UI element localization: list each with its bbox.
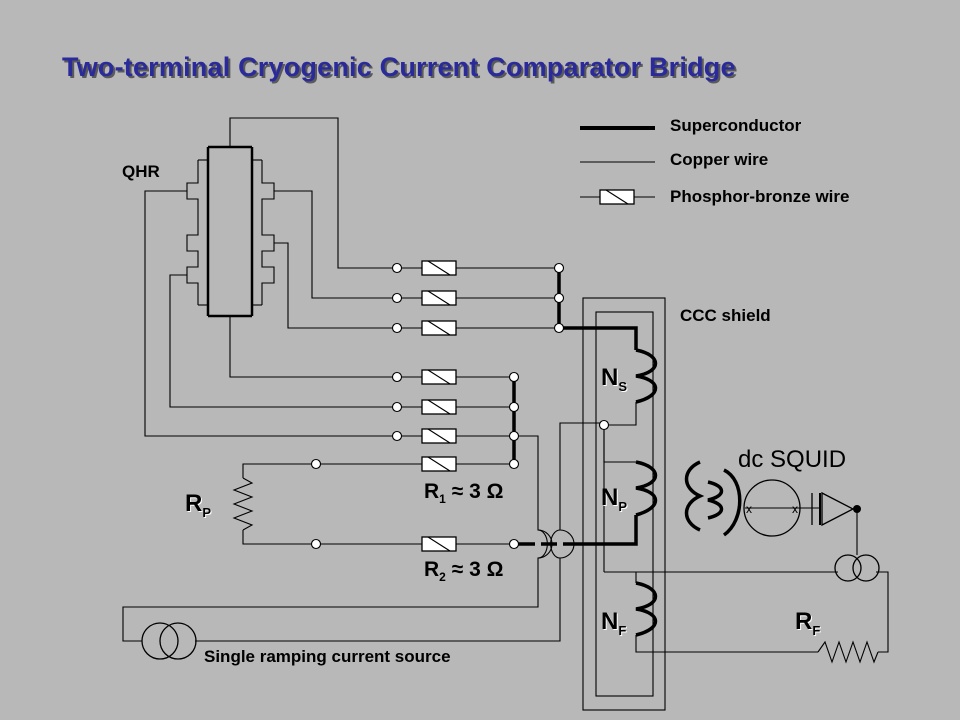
rf-label: RF	[795, 608, 821, 638]
qhr-label: QHR	[122, 162, 160, 181]
ccc-shield-label: CCC shield	[680, 306, 771, 325]
source-loop	[122, 422, 604, 642]
terminals	[310, 262, 610, 550]
svg-text:x: x	[746, 502, 752, 516]
qhr-leads	[144, 117, 559, 437]
legend	[580, 126, 655, 205]
r2-label: R2 ≈ 3 Ω	[424, 558, 504, 585]
legend-copper-label: Copper wire	[670, 150, 769, 169]
rp-branch	[232, 463, 514, 545]
legend-phosphor-bronze-label: Phosphor-bronze wire	[670, 187, 850, 206]
legend-superconductor-label: Superconductor	[670, 116, 802, 135]
source-loop-crossings	[535, 540, 563, 548]
rp-label: RP	[185, 490, 212, 520]
np-label: NP	[601, 484, 628, 514]
phosphor-bronze-resistors	[421, 260, 457, 552]
svg-text:x: x	[792, 502, 798, 516]
ccc-windings	[635, 348, 658, 637]
legend-phosphor-bronze-symbol	[580, 189, 655, 205]
nf-label: NF	[601, 608, 627, 638]
slide-title: Two-terminal Cryogenic Current Comparato…	[62, 52, 736, 82]
current-source-symbol	[141, 622, 197, 660]
ccc-shield	[582, 297, 666, 711]
dc-squid-label: dc SQUID	[738, 446, 847, 473]
r1-label: R1 ≈ 3 Ω	[424, 480, 504, 507]
current-source-label: Single ramping current source	[204, 647, 451, 666]
ns-label: NS	[601, 364, 628, 394]
superconductor-bus	[512, 268, 638, 546]
dc-squid: x x	[684, 460, 861, 555]
feedback-loop	[635, 554, 889, 664]
qhr-device	[186, 145, 275, 318]
